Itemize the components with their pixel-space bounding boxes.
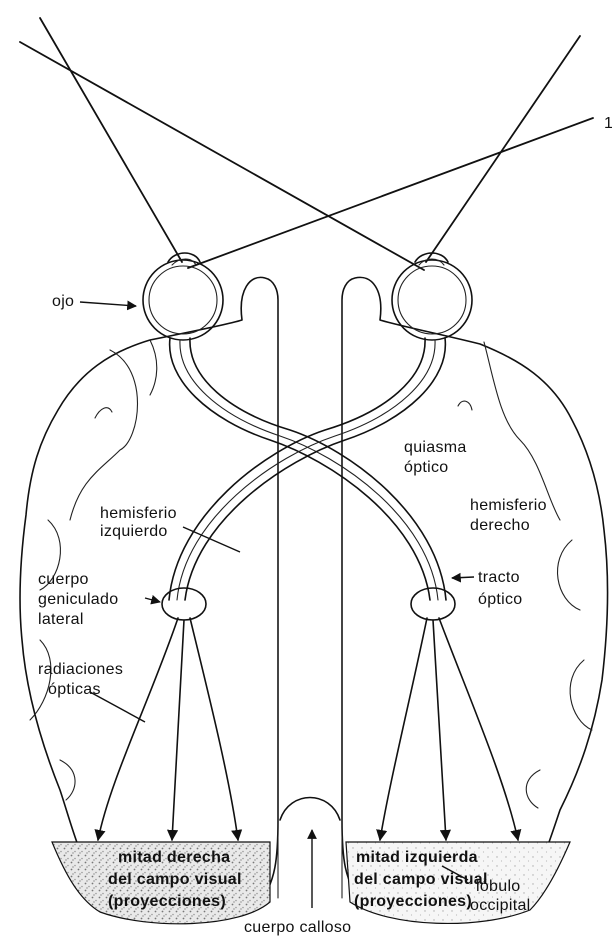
label-mitad-derecha-3: (proyecciones) xyxy=(108,893,226,910)
label-cuerpo-geniculado-2: geniculado xyxy=(38,591,118,608)
label-hemisferio-derecho-2: derecho xyxy=(470,517,530,534)
label-lobulo: lóbulo xyxy=(476,878,521,895)
label-mitad-izquierda-3: (proyecciones) xyxy=(354,893,472,910)
label-mitad-izquierda-1: mitad izquierda xyxy=(356,849,478,866)
right-lgn xyxy=(411,588,455,620)
label-cuerpo-geniculado-3: lateral xyxy=(38,611,84,628)
visual-rays xyxy=(20,18,593,270)
page-mark: 1 xyxy=(604,115,612,132)
label-quiasma-optico: óptico xyxy=(404,459,449,476)
label-mitad-izquierda-2: del campo visual xyxy=(354,871,488,888)
label-mitad-derecha-2: del campo visual xyxy=(108,871,242,888)
label-hemisferio-derecho-1: hemisferio xyxy=(470,497,547,514)
optic-radiations xyxy=(98,618,518,840)
label-tracto: tracto xyxy=(478,569,520,586)
label-hemisferio-izquierdo-2: izquierdo xyxy=(100,523,168,540)
label-ojo: ojo xyxy=(52,293,74,310)
label-mitad-derecha-1: mitad derecha xyxy=(118,849,230,866)
label-cuerpo-calloso: cuerpo calloso xyxy=(244,919,351,936)
label-radiaciones-opticas: ópticas xyxy=(48,681,101,698)
label-radiaciones: radiaciones xyxy=(38,661,123,678)
pointer-lines xyxy=(80,302,474,908)
label-quiasma: quiasma xyxy=(404,439,467,456)
left-lgn xyxy=(162,588,206,620)
label-cuerpo-geniculado-1: cuerpo xyxy=(38,571,89,588)
label-tracto-optico: óptico xyxy=(478,591,523,608)
label-hemisferio-izquierdo-1: hemisferio xyxy=(100,505,177,522)
label-lobulo-occipital: occipital xyxy=(470,897,531,914)
